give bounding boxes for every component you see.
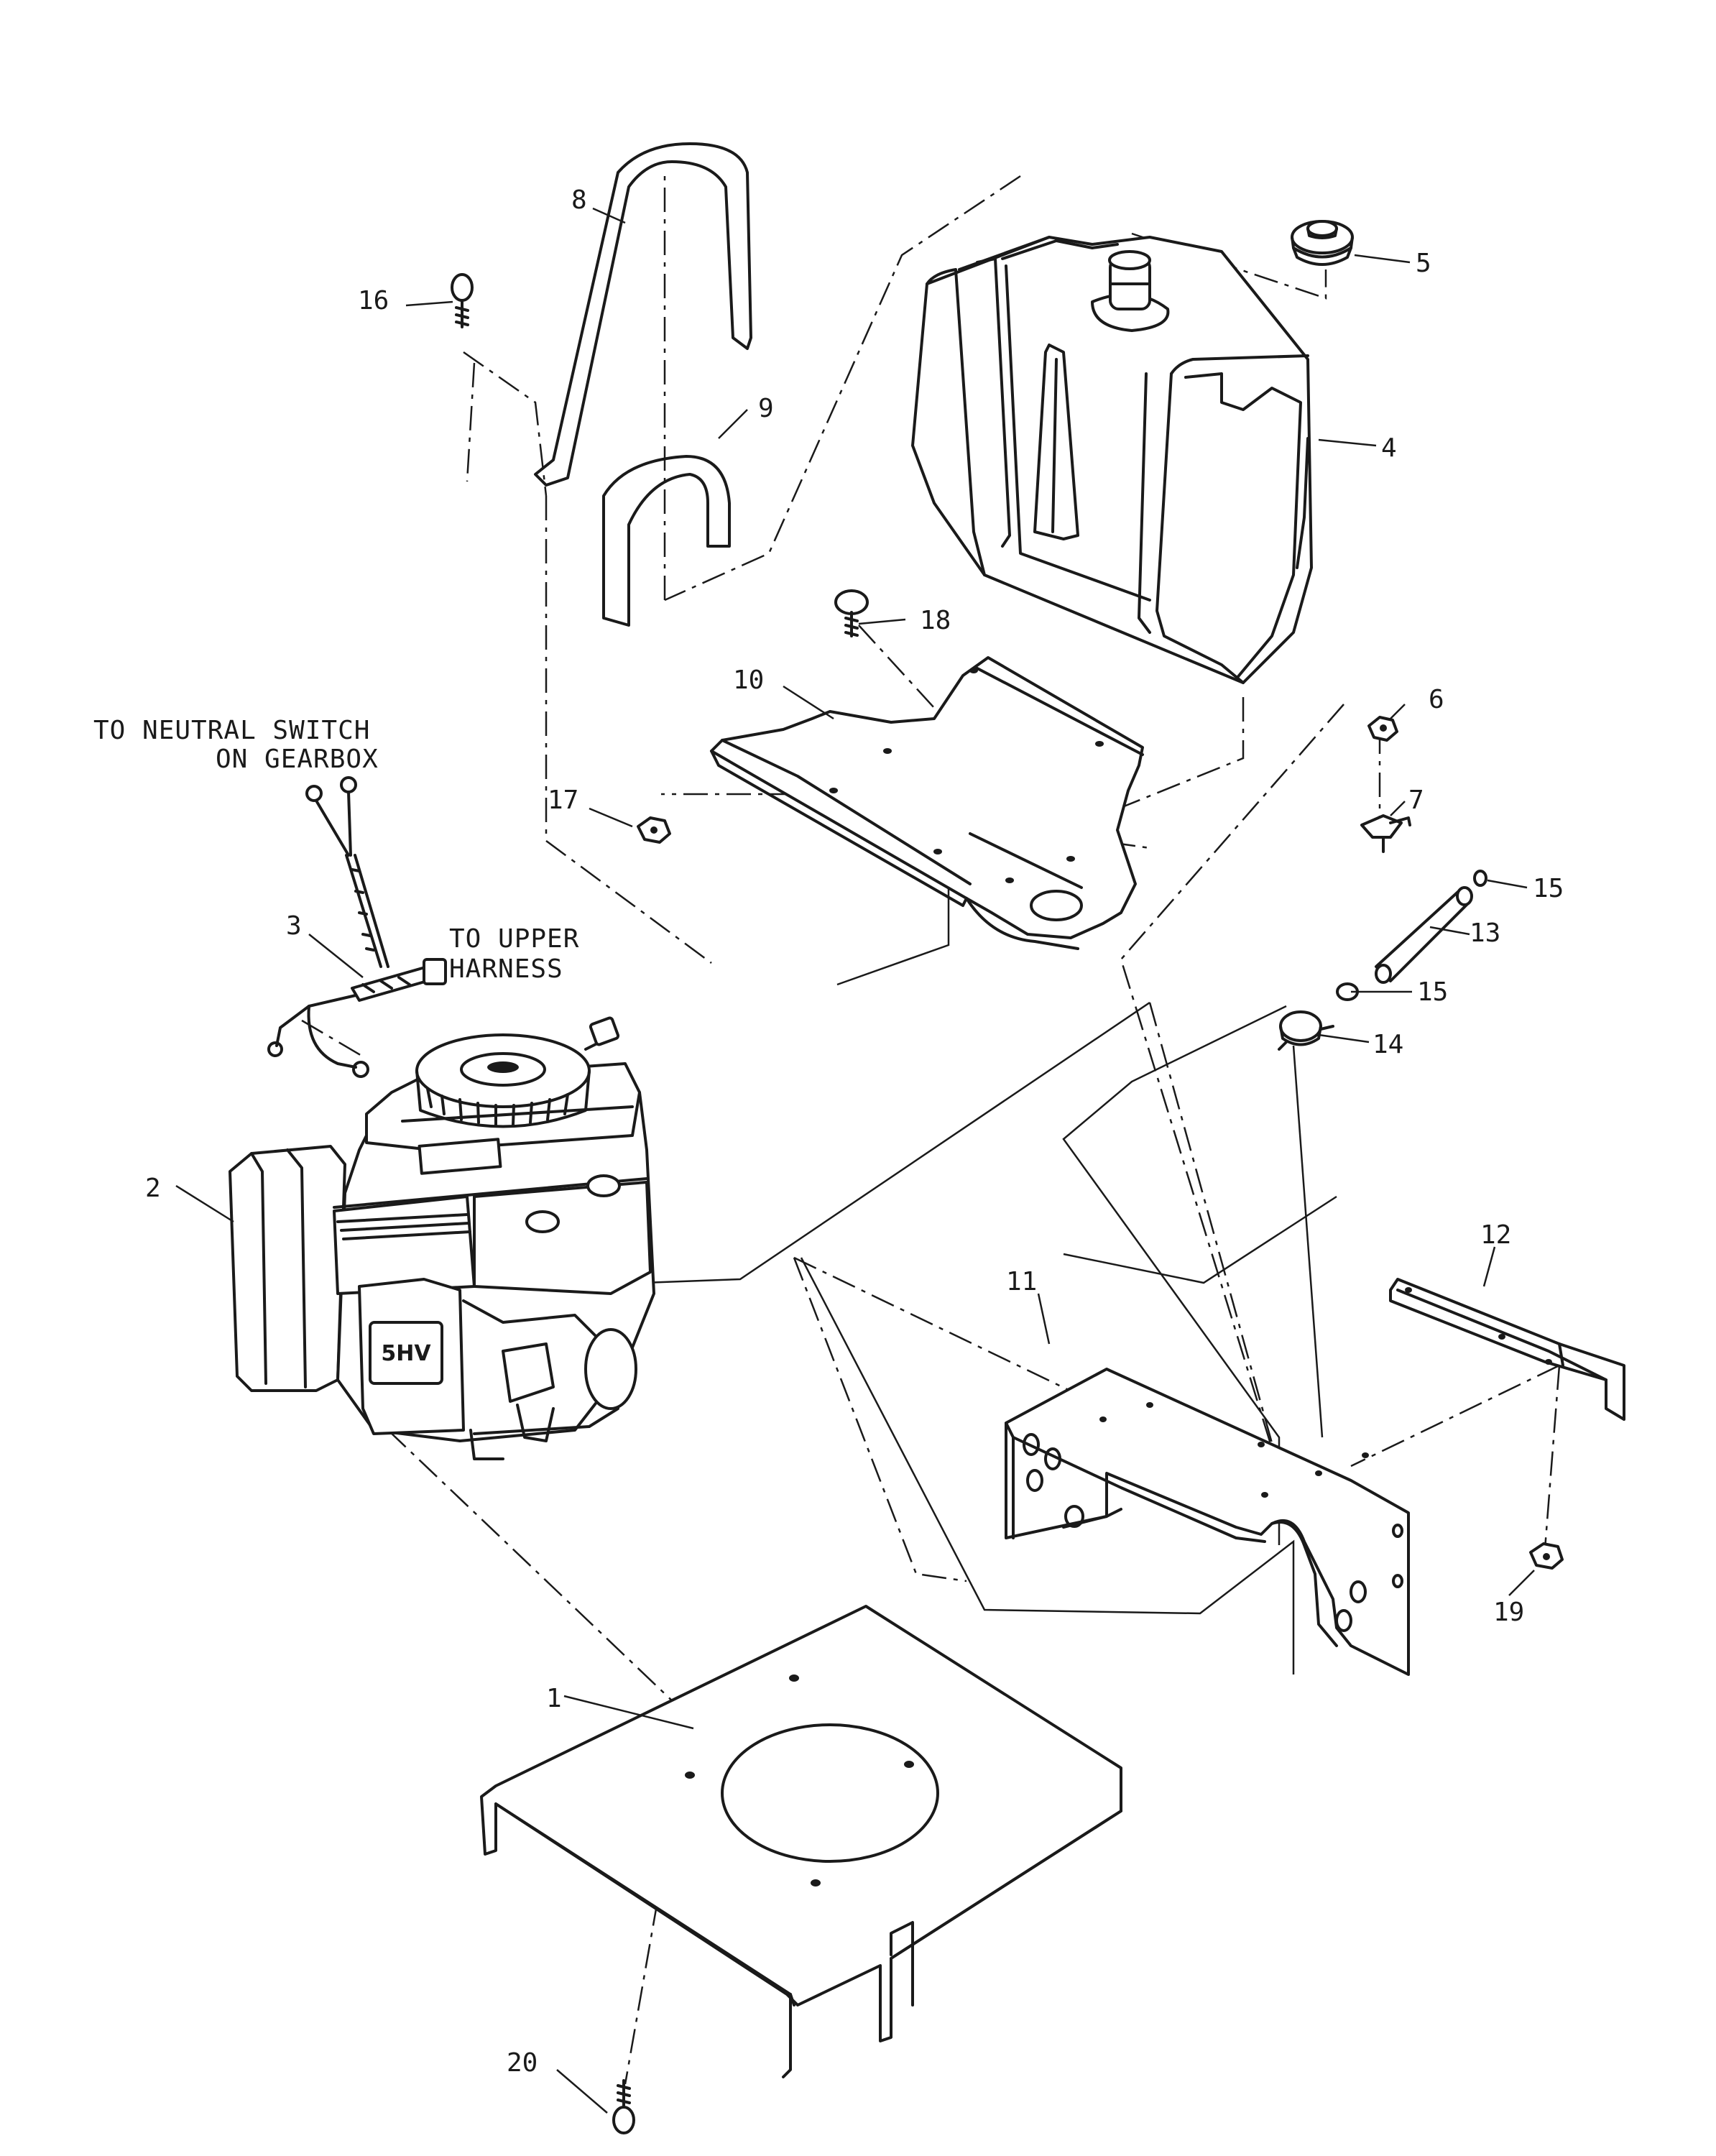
callout-9: 9 xyxy=(758,394,774,423)
wiring-notes: TO NEUTRAL SWITCH ON GEARBOX TO UPPER HA… xyxy=(93,716,579,984)
part-7-fuel-valve xyxy=(1360,814,1411,853)
part-5-fuel-cap xyxy=(1291,220,1354,266)
callout-8: 8 xyxy=(571,185,587,215)
part-1-engine-mount-plate xyxy=(480,1605,1122,2078)
callout-15-upper: 15 xyxy=(1533,874,1564,903)
callout-1: 1 xyxy=(546,1684,562,1713)
callout-labels: 1 2 3 4 5 6 7 8 9 10 11 12 13 14 15 15 1… xyxy=(145,185,1564,2078)
part-16-bolt xyxy=(451,273,474,328)
part-19-nut xyxy=(1529,1542,1564,1570)
part-10-tank-bracket xyxy=(710,656,1144,950)
part-9-tank-strap xyxy=(602,455,731,627)
callout-12: 12 xyxy=(1480,1220,1511,1250)
callout-16: 16 xyxy=(358,286,389,315)
part-20-bolt xyxy=(612,2079,635,2134)
callout-11: 11 xyxy=(1006,1267,1037,1296)
neutral-switch-note-line1: TO NEUTRAL SWITCH xyxy=(93,716,370,745)
part-4-fuel-tank xyxy=(911,236,1313,684)
callout-14: 14 xyxy=(1373,1030,1403,1059)
part-18-bolt xyxy=(834,589,869,637)
callout-19: 19 xyxy=(1493,1598,1524,1627)
part-8-tank-strap xyxy=(534,142,752,487)
callout-15-lower: 15 xyxy=(1417,977,1448,1007)
part-12-angle-bracket xyxy=(1389,1278,1625,1421)
callout-leaders xyxy=(175,207,1535,2114)
callout-3: 3 xyxy=(286,911,302,941)
part-17-nut xyxy=(637,816,671,844)
part-13-fuel-line xyxy=(1375,886,1473,984)
part-15-hose-clamp-upper xyxy=(1473,870,1487,887)
callout-13: 13 xyxy=(1470,918,1500,948)
callout-18: 18 xyxy=(920,606,951,635)
callout-7: 7 xyxy=(1408,786,1424,815)
callout-20: 20 xyxy=(507,2048,538,2078)
routing-lines xyxy=(642,877,1337,1674)
upper-harness-note-line1: TO UPPER xyxy=(449,924,579,954)
neutral-switch-note-line2: ON GEARBOX xyxy=(216,745,379,774)
part-14-fuel-filter xyxy=(1278,1010,1334,1051)
part-6-nut xyxy=(1367,716,1398,742)
callout-10: 10 xyxy=(733,665,764,695)
part-11-frame-bracket xyxy=(1005,1368,1410,1676)
callout-6: 6 xyxy=(1429,685,1444,714)
engine-badge: 5HV xyxy=(381,1341,431,1366)
callout-5: 5 xyxy=(1416,249,1431,278)
part-3-wire-harness xyxy=(267,776,447,1078)
callout-2: 2 xyxy=(145,1174,161,1203)
upper-harness-note-line2: HARNESS xyxy=(449,954,563,984)
callout-4: 4 xyxy=(1381,433,1397,463)
part-2-engine: 5HV xyxy=(229,1016,655,1460)
callout-17: 17 xyxy=(548,786,578,815)
